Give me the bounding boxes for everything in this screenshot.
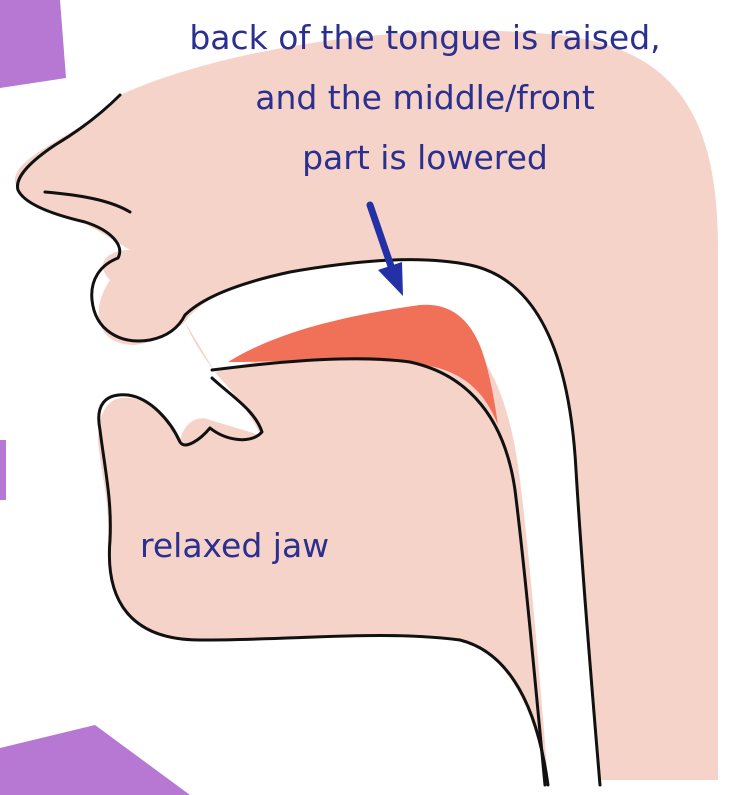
purple-corner-bottom-left: [0, 725, 190, 795]
annotation-line: back of the tongue is raised,: [95, 8, 746, 68]
annotation-line: part is lowered: [95, 128, 746, 188]
annotation-text: back of the tongue is raised, and the mi…: [95, 8, 746, 188]
purple-edge-left: [0, 440, 6, 500]
annotation-line: and the middle/front: [95, 68, 746, 128]
jaw-label: relaxed jaw: [140, 526, 329, 565]
purple-corner-top-left: [0, 0, 66, 88]
